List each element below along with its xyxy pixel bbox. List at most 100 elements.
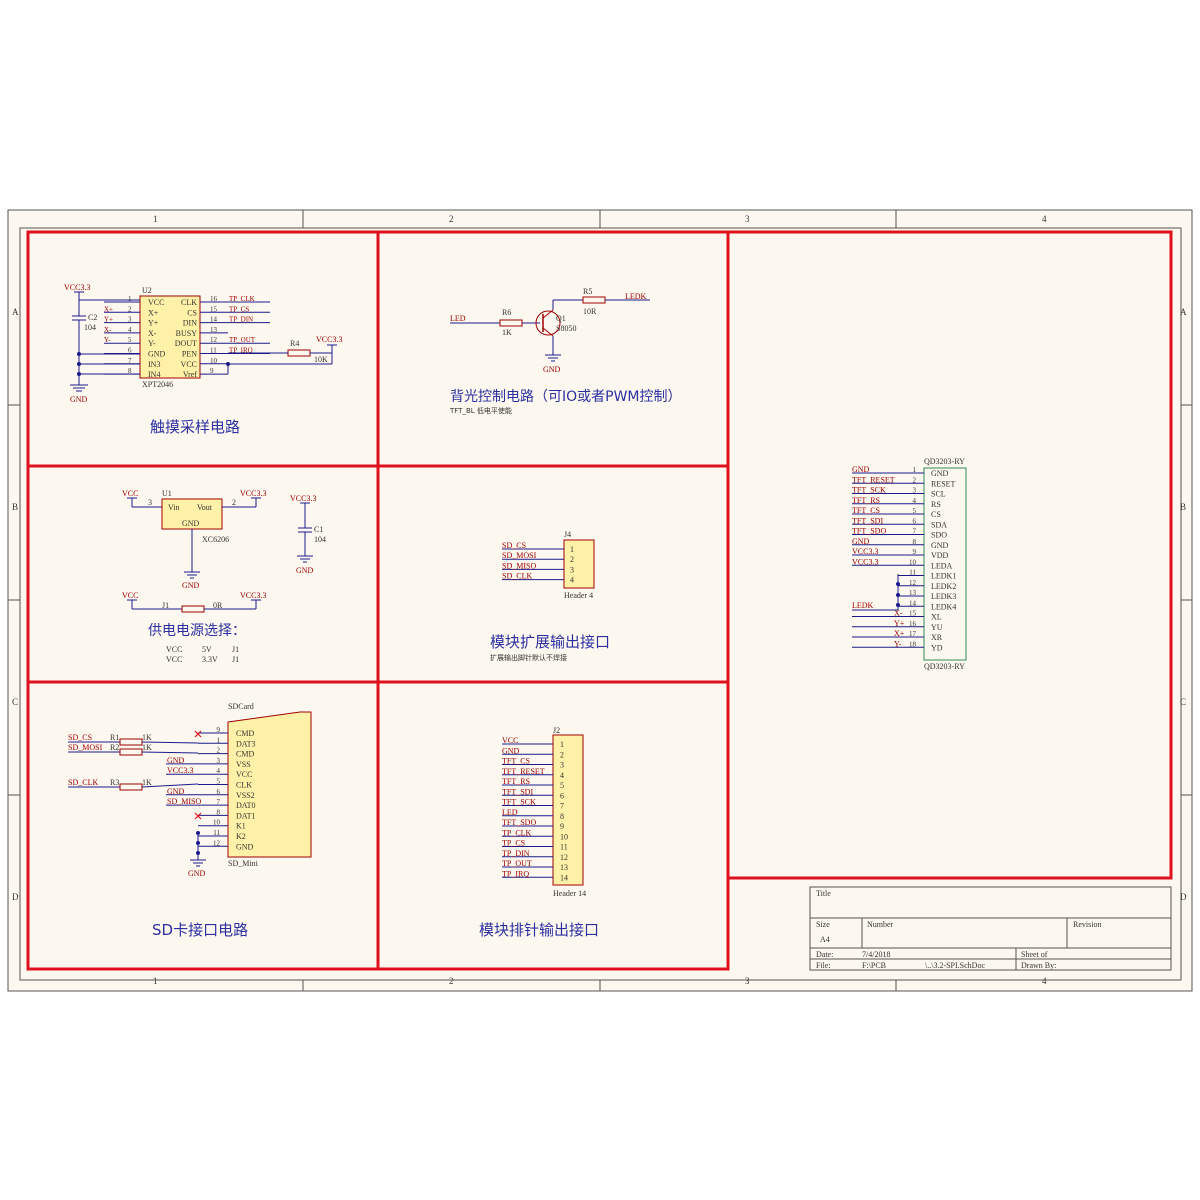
- touch-right-pin-name: BUSY: [176, 329, 198, 338]
- touch-ic-body: [139, 295, 201, 379]
- touch-right-pin-name: DIN: [183, 319, 197, 328]
- header-pin-num: 13: [560, 863, 568, 872]
- power-j-ref: J1: [162, 601, 169, 610]
- row-label-c-right: C: [1180, 697, 1186, 707]
- backlight-panel-subtitle: TFT_BL 低电平使能: [449, 406, 512, 415]
- sd-panel-title: SD卡接口电路: [152, 921, 248, 939]
- touch-left-pin-num: 3: [128, 316, 132, 324]
- sd-pin-name: K1: [236, 822, 246, 831]
- lcd-pin-name: XL: [931, 613, 942, 622]
- expansion-net: SD_MOSI: [502, 551, 537, 560]
- lcd-pin-num: 2: [913, 476, 917, 484]
- lcd-pin-name: LEDK2: [931, 582, 956, 591]
- date-label: Date:: [816, 950, 833, 959]
- col-label-4-bottom: 4: [1042, 976, 1047, 986]
- touch-ic-name: XPT2046: [142, 380, 173, 389]
- lcd-net: Y-: [894, 639, 902, 648]
- header-pin-num: 14: [560, 873, 568, 882]
- backlight-panel: LED R6 1K GND Q1 S8050 R5 10R LEDK 背光控制电…: [449, 287, 682, 415]
- backlight-r6-val: 1K: [502, 328, 512, 337]
- power-vcc-in: VCC: [122, 489, 138, 498]
- touch-left-net: Y+: [104, 316, 113, 324]
- header-net: GND: [502, 746, 520, 755]
- lcd-pin-num: 17: [909, 630, 917, 638]
- touch-left-pin-name: X+: [148, 308, 159, 317]
- touch-right-pin-name: DOUT: [175, 339, 197, 348]
- col-label-2-bottom: 2: [449, 976, 454, 986]
- lcd-net: X+: [894, 629, 905, 638]
- power-vin: Vin: [168, 503, 180, 512]
- power-gnd-pin: GND: [182, 519, 200, 528]
- sd-pin-name: DAT0: [236, 801, 256, 810]
- power-vout: Vout: [197, 503, 213, 512]
- sd-pin-name: CMD: [236, 750, 254, 759]
- backlight-panel-title: 背光控制电路（可IO或者PWM控制）: [450, 389, 682, 405]
- header-panel-title: 模块排针输出接口: [479, 921, 599, 939]
- touch-right-pin-name: Vref: [183, 370, 198, 379]
- lcd-net: VCC3.3: [852, 557, 878, 566]
- power-vcc-cap: VCC3.3: [290, 494, 316, 503]
- expansion-pin-num: 4: [570, 576, 574, 585]
- expansion-pin-num: 3: [570, 565, 574, 574]
- sd-resistor-ref: R3: [110, 778, 119, 787]
- sd-name: SD_Mini: [228, 859, 259, 868]
- touch-left-pin-num: 1: [128, 295, 132, 303]
- lcd-pin-name: SDA: [931, 520, 947, 529]
- header-pin-num: 1: [560, 740, 564, 749]
- header-net: TFT_SDO: [502, 818, 536, 827]
- lcd-pin-num: 8: [913, 538, 917, 546]
- lcd-pin-name: CS: [931, 510, 941, 519]
- lcd-pin-num: 6: [913, 517, 917, 525]
- touch-right-pin-num: 13: [210, 326, 218, 334]
- sd-pin-num: 4: [217, 767, 221, 775]
- lcd-pin-name: RESET: [931, 479, 956, 488]
- sd-pin-name: DAT3: [236, 739, 256, 748]
- lcd-net: VCC3.3: [852, 547, 878, 556]
- sd-pin-name: K2: [236, 832, 246, 841]
- sd-pin-num: 3: [217, 757, 221, 765]
- sd-resistor-net: SD_CS: [68, 733, 92, 742]
- touch-right-pin-num: 10: [210, 357, 218, 365]
- power-u-name: XC6206: [202, 535, 229, 544]
- power-table-cell: VCC: [166, 645, 182, 654]
- header-pin-num: 4: [560, 771, 564, 780]
- row-label-d-right: D: [1180, 892, 1187, 902]
- power-pin-out: 2: [232, 498, 236, 507]
- touch-left-pin-name: IN3: [148, 360, 160, 369]
- header-pin-num: 10: [560, 832, 568, 841]
- lcd-pin-name: VDD: [931, 551, 949, 560]
- sd-resistor-ref: R2: [110, 743, 119, 752]
- sd-pin-num: 8: [217, 808, 221, 816]
- col-label-2-top: 2: [449, 214, 454, 224]
- lcd-connector-body: [923, 467, 967, 661]
- touch-right-pin-name: CLK: [181, 298, 197, 307]
- row-label-b-left: B: [12, 502, 18, 512]
- backlight-r5-ref: R5: [583, 287, 592, 296]
- lcd-net: TFT_CS: [852, 506, 880, 515]
- backlight-transistor-body: [535, 310, 561, 336]
- lcd-net: TFT_SDI: [852, 516, 883, 525]
- sd-pin-name: CMD: [236, 729, 254, 738]
- revision-label: Revision: [1073, 920, 1101, 929]
- touch-left-pin-name: Y-: [148, 339, 156, 348]
- lcd-pin-num: 5: [913, 507, 917, 515]
- power-cap-val: 104: [314, 535, 326, 544]
- expansion-net: SD_CLK: [502, 572, 532, 581]
- expansion-net: SD_CS: [502, 541, 526, 550]
- touch-r4-ref: R4: [290, 339, 299, 348]
- panel-borders: [26, 230, 1173, 971]
- lcd-net: TFT_SCK: [852, 486, 886, 495]
- lcd-pin-num: 11: [909, 569, 916, 577]
- panel-lcd-border: [726, 230, 1173, 880]
- power-table-cell: VCC: [166, 655, 182, 664]
- header-net: TP_CLK: [502, 828, 532, 837]
- lcd-pin-num: 10: [909, 558, 917, 566]
- touch-right-net: TP_CS: [229, 305, 249, 313]
- touch-ic-ref: U2: [142, 286, 152, 295]
- touch-right-net: TP_DIN: [229, 316, 253, 324]
- sd-pin-name: VSS: [236, 760, 251, 769]
- lcd-net: GND: [852, 537, 870, 546]
